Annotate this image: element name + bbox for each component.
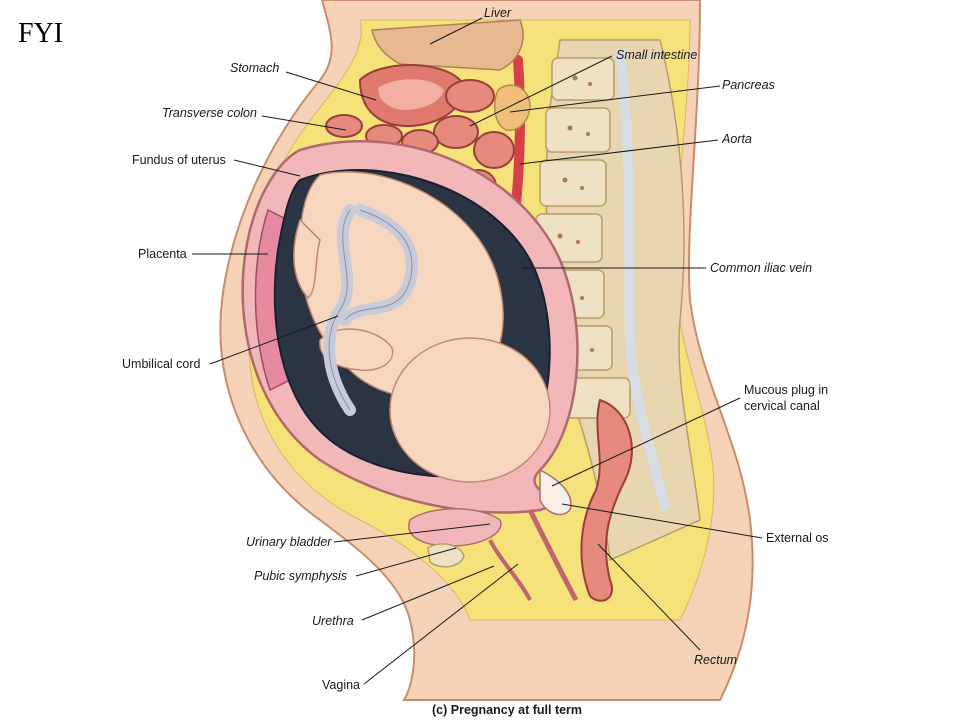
label-fundus: Fundus of uterus	[132, 153, 226, 167]
label-urethra: Urethra	[312, 614, 354, 628]
label-placenta: Placenta	[138, 247, 187, 261]
label-small-intestine: Small intestine	[616, 48, 697, 62]
stomach-lumen	[378, 79, 444, 110]
label-urinary-bladder: Urinary bladder	[246, 535, 332, 549]
label-common-iliac-vein: Common iliac vein	[710, 261, 812, 275]
label-transverse-colon: Transverse colon	[162, 106, 257, 120]
rectum	[580, 398, 633, 602]
label-pancreas: Pancreas	[722, 78, 775, 92]
label-aorta: Aorta	[721, 132, 752, 146]
label-rectum: Rectum	[694, 653, 737, 667]
label-stomach: Stomach	[230, 61, 279, 75]
urinary-bladder	[408, 508, 502, 547]
label-vagina: Vagina	[322, 678, 360, 692]
fetus	[293, 171, 551, 483]
label-external-os: External os	[766, 531, 829, 545]
cervix	[539, 468, 572, 516]
pubic-symphysis	[427, 543, 465, 568]
fyi-tag: FYI	[18, 18, 64, 49]
label-mucous-plug-2: cervical canal	[744, 399, 820, 413]
vagina	[527, 508, 579, 602]
label-mucous-plug-1: Mucous plug in	[744, 383, 828, 397]
label-umbilical-cord: Umbilical cord	[122, 357, 201, 371]
spinal-canal	[615, 49, 671, 512]
figure-caption: (c) Pregnancy at full term	[432, 703, 582, 717]
leader-lines	[192, 17, 763, 685]
label-liver: Liver	[484, 6, 512, 20]
label-pubic-symphysis: Pubic symphysis	[254, 569, 347, 583]
umbilical-cord-outline	[328, 209, 413, 411]
liver	[371, 19, 524, 71]
